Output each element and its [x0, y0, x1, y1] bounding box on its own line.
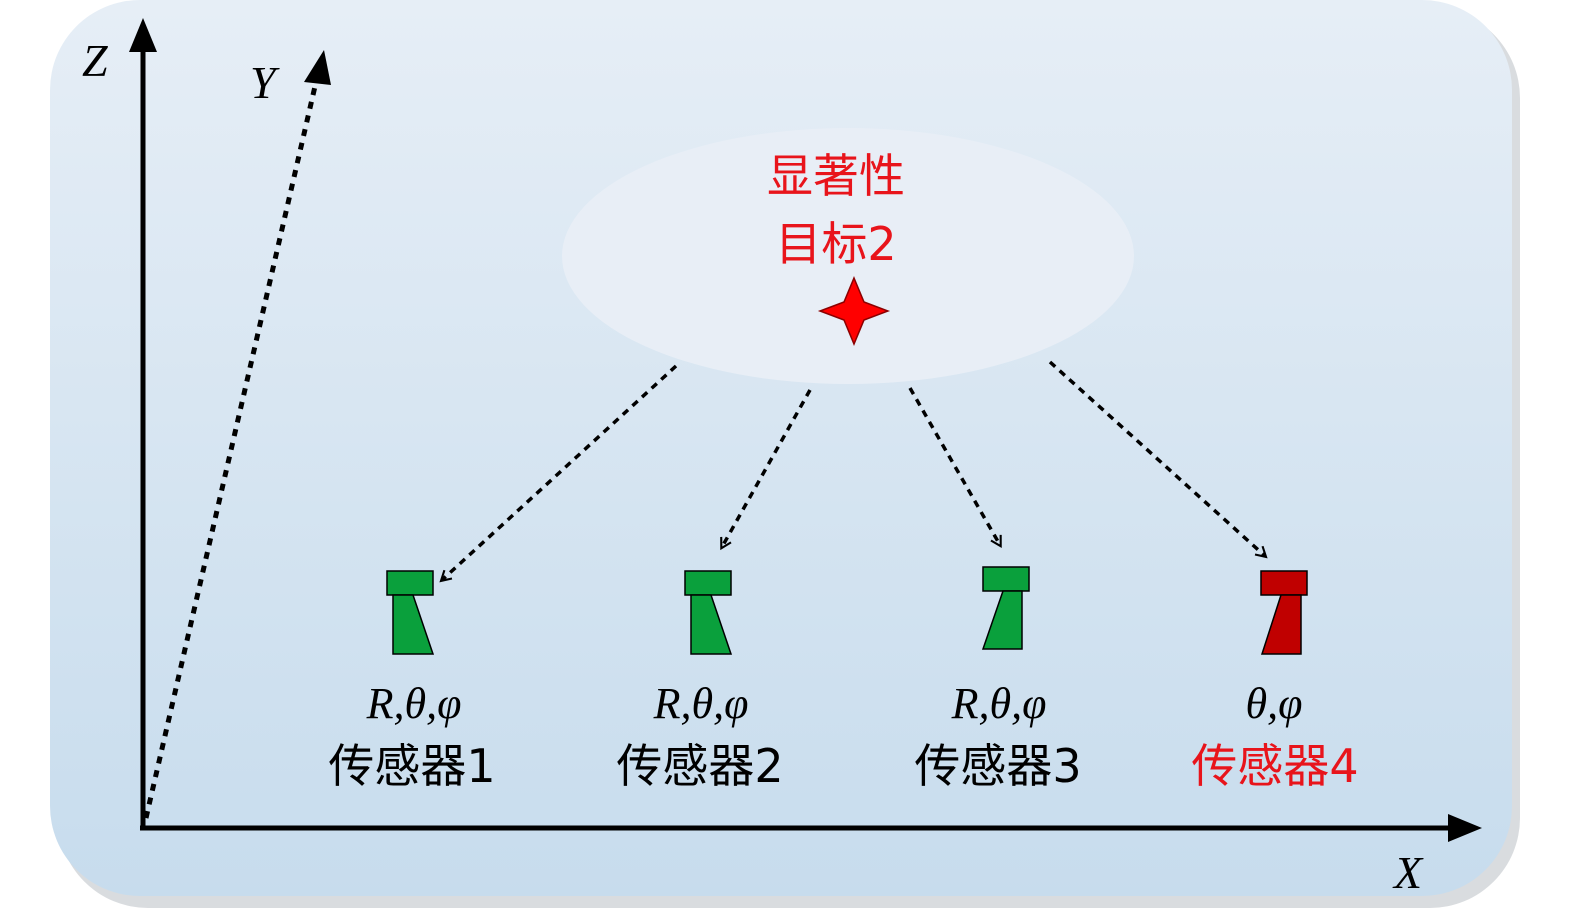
- sensor-3-name: 传感器3: [914, 739, 1081, 793]
- arrow-to-sensor-3: [908, 387, 1002, 549]
- sensor-4-head: [1260, 570, 1308, 596]
- x-axis-arrowhead: [1448, 814, 1482, 842]
- sensor-1-body: [392, 594, 435, 655]
- z-axis-label: Z: [82, 35, 108, 86]
- arrow-to-sensor-1: [439, 364, 678, 583]
- background-panel: [50, 0, 1512, 896]
- sensor-2-head: [684, 570, 732, 596]
- sensor-4-icon: [1260, 570, 1308, 655]
- target-region-ellipse: [562, 128, 1134, 384]
- y-axis-label: Y: [250, 57, 280, 108]
- arrow-to-sensor-4: [1048, 360, 1268, 559]
- sensor-3-body: [981, 590, 1023, 650]
- x-axis-label: X: [1392, 847, 1424, 898]
- sensor-1-head: [386, 570, 434, 596]
- sensor-3-head: [982, 566, 1030, 592]
- target-star-icon: [817, 276, 891, 346]
- sensor-2-body: [690, 594, 733, 655]
- sensor-2-params: R,θ,φ: [653, 679, 749, 728]
- sensor-2-name: 传感器2: [616, 739, 783, 793]
- sensor-3-params: R,θ,φ: [951, 679, 1047, 728]
- sensor-4-name: 传感器4: [1191, 739, 1358, 793]
- sensor-3-icon: [981, 566, 1030, 650]
- sensor-4-body: [1260, 594, 1302, 655]
- y-axis-arrowhead: [304, 50, 331, 85]
- target-label-line2: 目标2: [775, 217, 896, 271]
- arrow-to-sensor-2: [720, 389, 812, 551]
- sensor-2-icon: [684, 570, 733, 655]
- sensor-1-params: R,θ,φ: [366, 679, 462, 728]
- sensor-4-params: θ,φ: [1246, 679, 1303, 728]
- sensor-1-name: 传感器1: [328, 739, 495, 793]
- target-label-line1: 显著性: [767, 149, 905, 203]
- sensor-1-icon: [386, 570, 435, 655]
- z-axis-arrowhead: [129, 18, 157, 52]
